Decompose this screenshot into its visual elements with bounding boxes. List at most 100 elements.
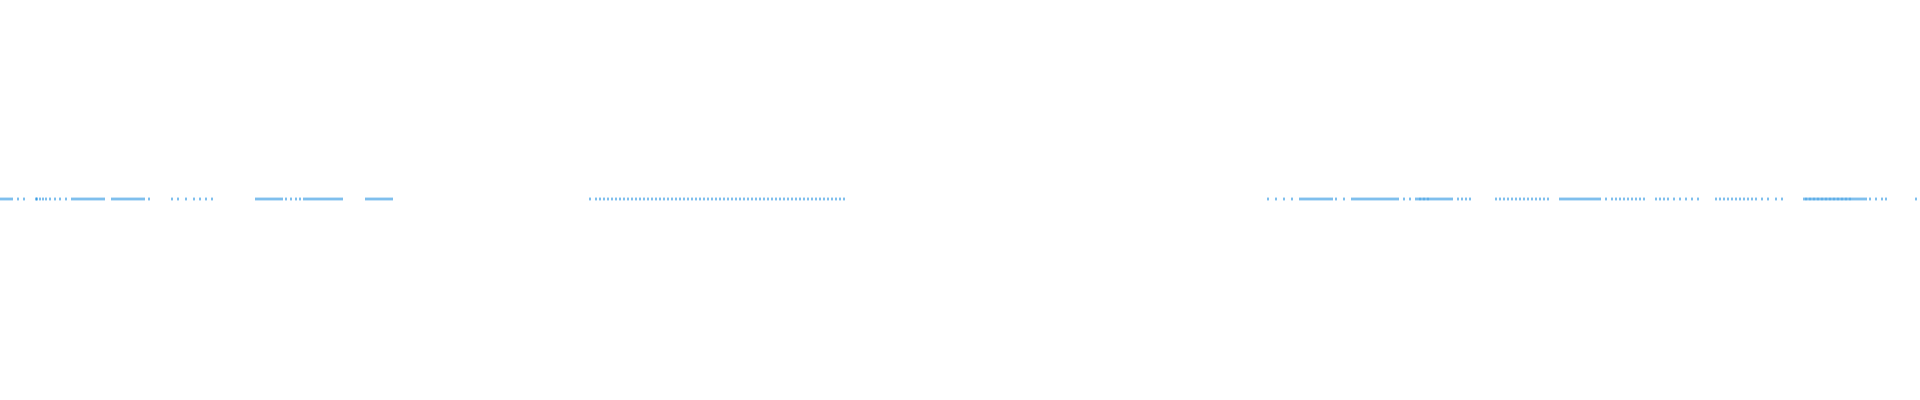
- data-point-fill: [823, 198, 825, 200]
- data-point-fill: [1807, 198, 1809, 200]
- data-point-fill: [603, 198, 605, 200]
- data-point-fill: [1583, 198, 1585, 200]
- data-point-fill: [1371, 198, 1373, 200]
- data-point-fill: [1327, 198, 1329, 200]
- data-point-fill: [1367, 198, 1369, 200]
- data-point-fill: [341, 198, 343, 200]
- data-point-fill: [1843, 198, 1845, 200]
- data-point-fill: [1715, 198, 1717, 200]
- data-point-fill: [1755, 198, 1757, 200]
- data-point-fill: [1283, 198, 1285, 200]
- data-point-fill: [1639, 198, 1641, 200]
- data-point-fill: [815, 198, 817, 200]
- data-point-fill: [1291, 198, 1293, 200]
- data-point-fill: [1591, 198, 1593, 200]
- data-point-fill: [1623, 198, 1625, 200]
- data-point-fill: [1915, 198, 1917, 200]
- data-point-fill: [827, 198, 829, 200]
- data-point-fill: [1809, 198, 1811, 200]
- data-point-fill: [325, 198, 327, 200]
- data-point-fill: [259, 198, 261, 200]
- data-point-fill: [1815, 198, 1817, 200]
- data-point-fill: [317, 198, 319, 200]
- data-point-fill: [129, 198, 131, 200]
- data-point-fill: [663, 198, 665, 200]
- data-point-fill: [1727, 198, 1729, 200]
- data-point-fill: [589, 198, 591, 200]
- data-point-fill: [93, 198, 95, 200]
- data-point-fill: [365, 198, 367, 200]
- data-point-fill: [771, 198, 773, 200]
- data-point-fill: [1359, 198, 1361, 200]
- data-point-fill: [295, 198, 297, 200]
- data-point-fill: [7, 198, 9, 200]
- data-point-fill: [335, 198, 337, 200]
- data-point-fill: [1395, 198, 1397, 200]
- data-point-fill: [95, 198, 97, 200]
- data-point-fill: [1495, 198, 1497, 200]
- data-point-fill: [1767, 198, 1769, 200]
- data-point-fill: [83, 198, 85, 200]
- data-point-fill: [1441, 198, 1443, 200]
- data-point-fill: [1267, 198, 1269, 200]
- data-point-fill: [671, 198, 673, 200]
- data-point-fill: [54, 198, 56, 200]
- data-point-fill: [1451, 198, 1453, 200]
- data-point-fill: [1417, 198, 1419, 200]
- data-point-fill: [139, 198, 141, 200]
- data-point-fill: [1635, 198, 1637, 200]
- data-point-fill: [148, 198, 150, 200]
- data-point-fill: [699, 198, 701, 200]
- data-point-fill: [367, 198, 369, 200]
- data-point-fill: [1585, 198, 1587, 200]
- data-point-fill: [1433, 198, 1435, 200]
- data-point-fill: [387, 198, 389, 200]
- data-point-fill: [803, 198, 805, 200]
- data-point-fill: [615, 198, 617, 200]
- data-point-fill: [111, 198, 113, 200]
- data-point-fill: [707, 198, 709, 200]
- data-point-fill: [1445, 198, 1447, 200]
- data-point-fill: [121, 198, 123, 200]
- data-point-fill: [1563, 198, 1565, 200]
- data-point-fill: [1885, 198, 1887, 200]
- data-point-fill: [1329, 198, 1331, 200]
- data-point-fill: [611, 198, 613, 200]
- data-point-fill: [9, 198, 11, 200]
- data-point-fill: [1461, 198, 1463, 200]
- data-point-fill: [89, 198, 91, 200]
- data-point-fill: [1449, 198, 1451, 200]
- data-point-fill: [311, 198, 313, 200]
- data-point-fill: [113, 198, 115, 200]
- data-point-fill: [1363, 198, 1365, 200]
- data-point-fill: [377, 198, 379, 200]
- data-point-fill: [1599, 198, 1601, 200]
- data-point-fill: [1747, 198, 1749, 200]
- data-point-fill: [267, 198, 269, 200]
- data-point-fill: [193, 198, 195, 200]
- data-point-fill: [1861, 198, 1863, 200]
- data-point-fill: [1531, 198, 1533, 200]
- data-point-fill: [1275, 198, 1277, 200]
- data-point-fill: [775, 198, 777, 200]
- data-point-fill: [687, 198, 689, 200]
- data-point-fill: [337, 198, 339, 200]
- data-point-fill: [1813, 198, 1815, 200]
- data-point-fill: [811, 198, 813, 200]
- data-point-fill: [635, 198, 637, 200]
- data-point-fill: [375, 198, 377, 200]
- data-point-fill: [115, 198, 117, 200]
- data-point-fill: [171, 198, 173, 200]
- data-point-fill: [91, 198, 93, 200]
- data-point-fill: [723, 198, 725, 200]
- data-point-fill: [371, 198, 373, 200]
- data-point-fill: [323, 198, 325, 200]
- data-point-fill: [127, 198, 129, 200]
- data-point-fill: [143, 198, 145, 200]
- data-point-fill: [391, 198, 393, 200]
- data-point-fill: [1561, 198, 1563, 200]
- data-point-fill: [36, 198, 38, 200]
- data-point-fill: [389, 198, 391, 200]
- data-point-fill: [3, 198, 5, 200]
